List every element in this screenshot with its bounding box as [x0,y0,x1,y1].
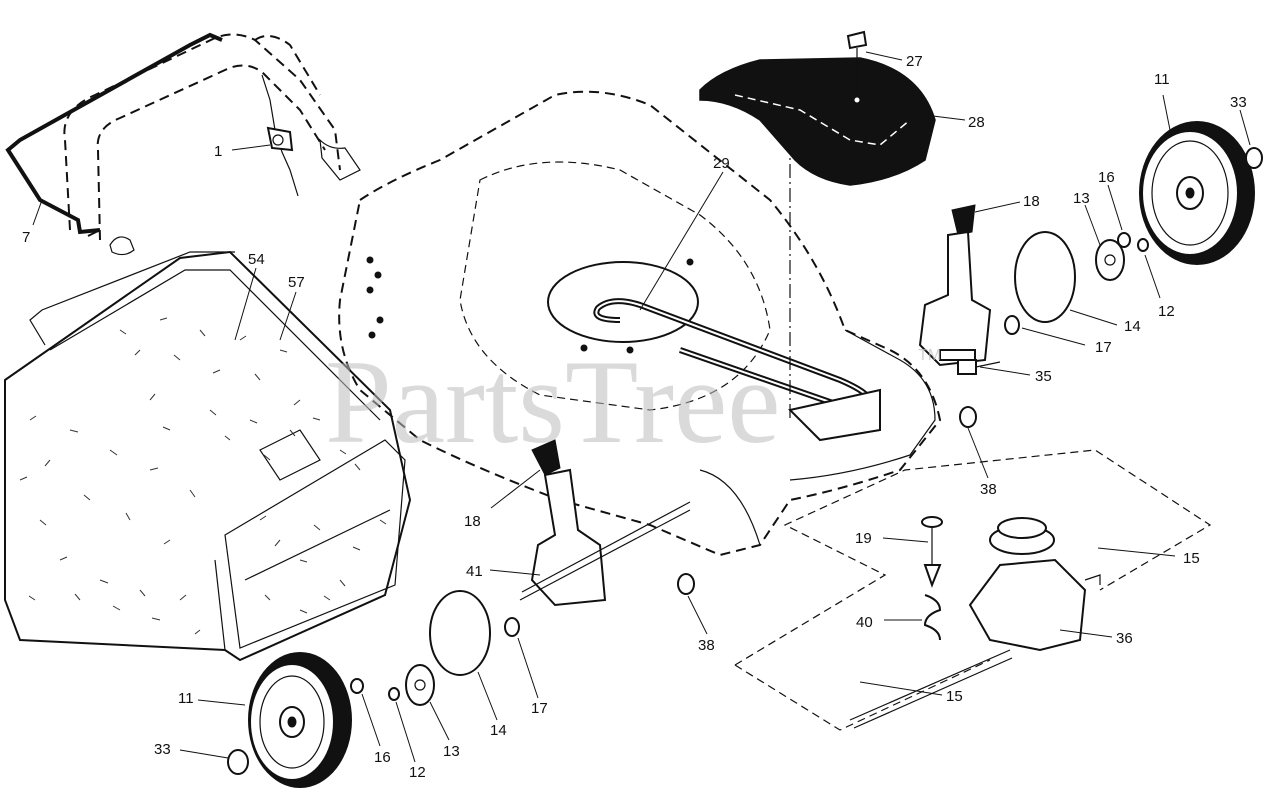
callout-1: 1 [214,143,222,160]
callout-12-right: 12 [1158,303,1175,320]
callout-18-right: 18 [1023,193,1040,210]
pinion-left [405,664,435,706]
callout-14-left: 14 [490,722,507,739]
drive-axle [849,649,1011,721]
front-wheel-left [248,652,352,788]
callout-17-left: 17 [531,700,548,717]
spacer-right [1004,315,1020,335]
rear-wheel-right [1139,121,1255,265]
callout-18-left: 18 [464,513,481,530]
callout-38-left: 38 [698,637,715,654]
nut-left [388,687,400,701]
hub-cap-left [227,749,249,775]
callout-36: 36 [1116,630,1133,647]
callout-7: 7 [22,229,30,246]
spacer-left [504,617,520,637]
callout-40: 40 [856,614,873,631]
callout-14-right: 14 [1124,318,1141,335]
callout-11-right: 11 [1154,71,1170,88]
transmission-frame-left [734,449,1212,666]
bearing-right [959,406,977,428]
callout-16-left: 16 [374,749,391,766]
callout-28: 28 [968,114,985,131]
control-bar [5,32,223,237]
wheel-adapter-left [429,590,491,676]
washer-left [350,678,364,694]
height-adjuster-right [918,204,992,367]
callout-35: 35 [1035,368,1052,385]
transmission-frame-bottom [734,659,991,731]
callout-13-left: 13 [443,743,460,760]
callout-57: 57 [288,274,305,291]
bolt-35 [957,359,1001,375]
callout-16-right: 16 [1098,169,1115,186]
callout-12-left: 12 [409,764,426,781]
transmission [968,517,1101,652]
drive-axle-edge [853,657,1013,729]
upper-handle [63,33,361,256]
cable-clip [261,74,299,197]
hub-cap-right [1245,147,1263,169]
pinion-right [1095,239,1125,281]
height-adjuster-left [519,439,691,607]
callout-labels: 1 7 54 57 27 28 29 18 18 11 33 16 13 12 … [22,53,1247,781]
callout-27: 27 [906,53,923,70]
drive-belt [593,298,881,442]
spring [923,594,942,641]
nut-right [1137,238,1149,252]
watermark-trademark: TM [918,347,941,364]
callout-15-upper: 15 [1183,550,1200,567]
bearing-left [677,573,695,595]
callout-33-left: 33 [154,741,171,758]
drive-cover [699,30,936,186]
callout-19: 19 [855,530,872,547]
leader-lines [32,51,1251,763]
watermark: PartsTree [325,335,781,468]
grass-bag [4,250,412,662]
callout-15-lower: 15 [946,688,963,705]
callout-38-right: 38 [980,481,997,498]
washer-right [1117,232,1131,248]
wheel-adapter-right [1014,231,1076,323]
pivot-pin [921,516,943,588]
callout-13-right: 13 [1073,190,1090,207]
callout-41: 41 [466,563,483,580]
callout-29: 29 [713,155,730,172]
callout-17-right: 17 [1095,339,1112,356]
callout-33-right: 33 [1230,94,1247,111]
callout-11-left: 11 [178,690,194,707]
callout-54: 54 [248,251,265,268]
